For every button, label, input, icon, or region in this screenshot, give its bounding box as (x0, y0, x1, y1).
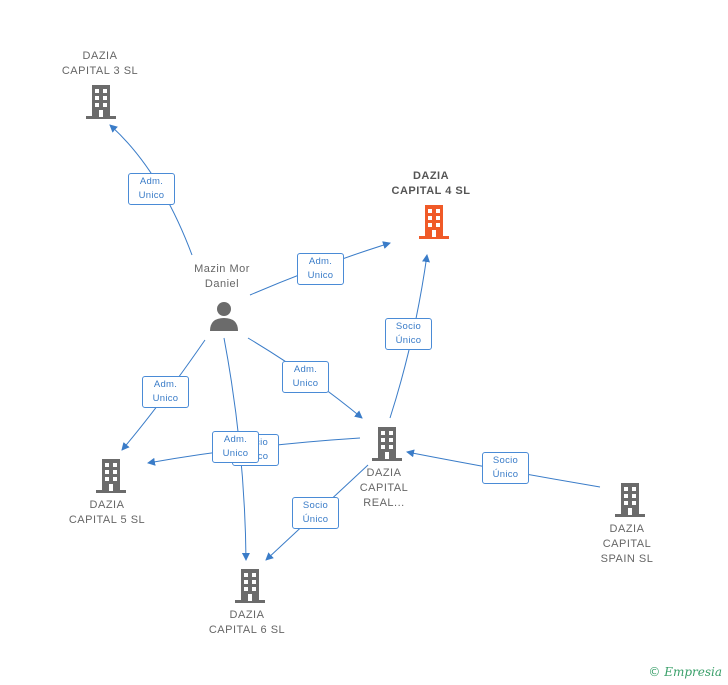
building-icon-focus[interactable] (419, 205, 449, 239)
copyright-icon: © (648, 665, 661, 679)
edge-label-person-dazia6[interactable]: Adm. Unico (212, 431, 259, 463)
node-label-person: Mazin Mor Daniel (194, 263, 250, 290)
node-label-dazia3: DAZIA CAPITAL 3 SL (61, 50, 139, 77)
edge-label-real-dazia4[interactable]: Socio Único (385, 318, 432, 350)
edge-label-person-dazia4[interactable]: Adm. Unico (297, 253, 344, 285)
building-icon[interactable] (96, 459, 126, 493)
building-icon[interactable] (86, 85, 116, 119)
node-label-real: DAZIA CAPITAL REAL... (359, 467, 409, 509)
node-label-spain: DAZIA CAPITAL SPAIN SL (600, 523, 654, 565)
person-icon[interactable] (209, 301, 239, 331)
building-icon[interactable] (372, 427, 402, 461)
node-label-dazia5: DAZIA CAPITAL 5 SL (68, 499, 146, 526)
edge-label-person-dazia5[interactable]: Adm. Unico (142, 376, 189, 408)
node-label-dazia6: DAZIA CAPITAL 6 SL (208, 609, 286, 636)
building-icon[interactable] (615, 483, 645, 517)
empresia-watermark: © Empresia (648, 665, 722, 679)
node-label-dazia4: DAZIA CAPITAL 4 SL (391, 170, 471, 197)
edge-label-real-dazia6[interactable]: Socio Único (292, 497, 339, 529)
watermark-text: Empresia (664, 665, 722, 679)
edge-label-person-real[interactable]: Adm. Unico (282, 361, 329, 393)
edge-label-person-dazia3[interactable]: Adm. Unico (128, 173, 175, 205)
edge-label-spain-real[interactable]: Socio Único (482, 452, 529, 484)
building-icon[interactable] (235, 569, 265, 603)
